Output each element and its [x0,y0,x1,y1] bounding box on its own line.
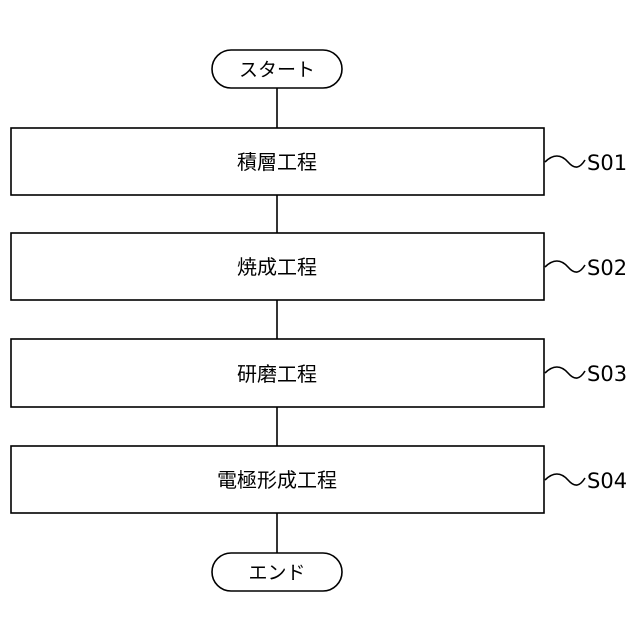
end-terminal-label: エンド [248,562,305,584]
end-terminal: エンド [212,553,342,591]
process-step-s03: 研磨工程 S03 [11,339,627,407]
process-label: 積層工程 [237,150,317,174]
step-leader-line [545,474,585,485]
step-id-label: S02 [587,256,627,280]
step-leader-line [545,261,585,272]
start-terminal: スタート [212,50,342,88]
step-leader-line [545,156,585,167]
process-step-s02: 焼成工程 S02 [11,233,627,300]
process-label: 焼成工程 [237,255,317,279]
step-id-label: S04 [587,469,627,493]
start-terminal-label: スタート [239,59,315,81]
process-step-s04: 電極形成工程 S04 [11,446,627,513]
step-id-label: S03 [587,362,627,386]
process-step-s01: 積層工程 S01 [11,128,627,195]
step-leader-line [545,367,585,378]
process-label: 研磨工程 [237,362,317,386]
step-id-label: S01 [587,151,627,175]
process-label: 電極形成工程 [217,468,337,492]
